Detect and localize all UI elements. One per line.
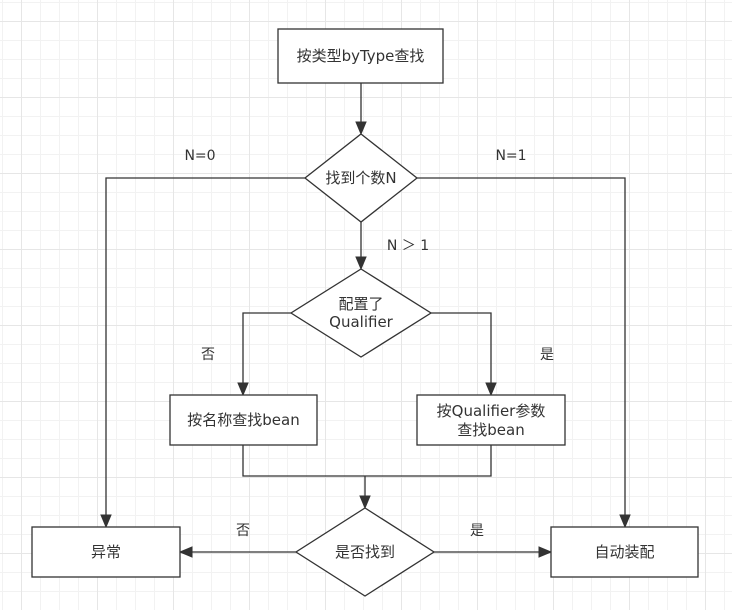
- node-start-label: 按类型byType查找: [297, 47, 425, 65]
- node-exception-label: 异常: [91, 543, 121, 561]
- node-qualifier[interactable]: 配置了 Qualifier: [289, 268, 433, 358]
- edge-qualifier-to-by-qualifier: [431, 312, 492, 383]
- node-autowire[interactable]: 自动装配: [550, 526, 699, 578]
- edge-label-found-yes: 是: [470, 523, 484, 539]
- edge-label-n-gt-1: N ＞ 1: [387, 238, 429, 254]
- node-start[interactable]: 按类型byType查找: [277, 28, 444, 84]
- arrowhead-icon: [355, 121, 367, 136]
- node-by-name-label: 按名称查找bean: [187, 411, 299, 429]
- node-by-name[interactable]: 按名称查找bean: [169, 394, 318, 446]
- edge-label-qualifier-yes: 是: [540, 347, 554, 363]
- node-qualifier-label-line1: 配置了: [338, 295, 383, 313]
- edge-count-to-exception: [105, 177, 305, 515]
- arrowhead-icon: [619, 514, 631, 529]
- arrowhead-icon: [178, 546, 193, 558]
- node-found-label: 是否找到: [335, 543, 395, 561]
- node-count[interactable]: 找到个数N: [303, 133, 419, 223]
- edge-label-n1: N=1: [495, 148, 526, 164]
- edge-label-found-no: 否: [236, 523, 250, 539]
- node-count-label: 找到个数N: [325, 169, 396, 187]
- node-qualifier-label-line2: Qualifier: [329, 313, 394, 331]
- node-exception[interactable]: 异常: [31, 526, 181, 578]
- edge-qualifier-to-by-name: [242, 312, 291, 383]
- arrowhead-icon: [237, 382, 249, 397]
- edge-by-name-to-merge: [242, 445, 492, 477]
- node-by-qualifier-label-line2: 查找bean: [457, 421, 524, 439]
- arrowhead-icon: [359, 495, 371, 510]
- edge-label-qualifier-no: 否: [201, 347, 215, 363]
- arrowhead-icon: [538, 546, 553, 558]
- arrowhead-icon: [485, 382, 497, 397]
- node-autowire-label: 自动装配: [594, 543, 654, 561]
- node-by-qualifier-label-line1: 按Qualifier参数: [437, 402, 546, 420]
- edge-label-n0: N=0: [184, 148, 215, 164]
- node-by-qualifier[interactable]: 按Qualifier参数 查找bean: [416, 394, 566, 446]
- arrowhead-icon: [355, 256, 367, 271]
- edge-count-to-autowire: [417, 177, 626, 515]
- arrowhead-icon: [100, 514, 112, 529]
- node-found[interactable]: 是否找到: [294, 507, 436, 597]
